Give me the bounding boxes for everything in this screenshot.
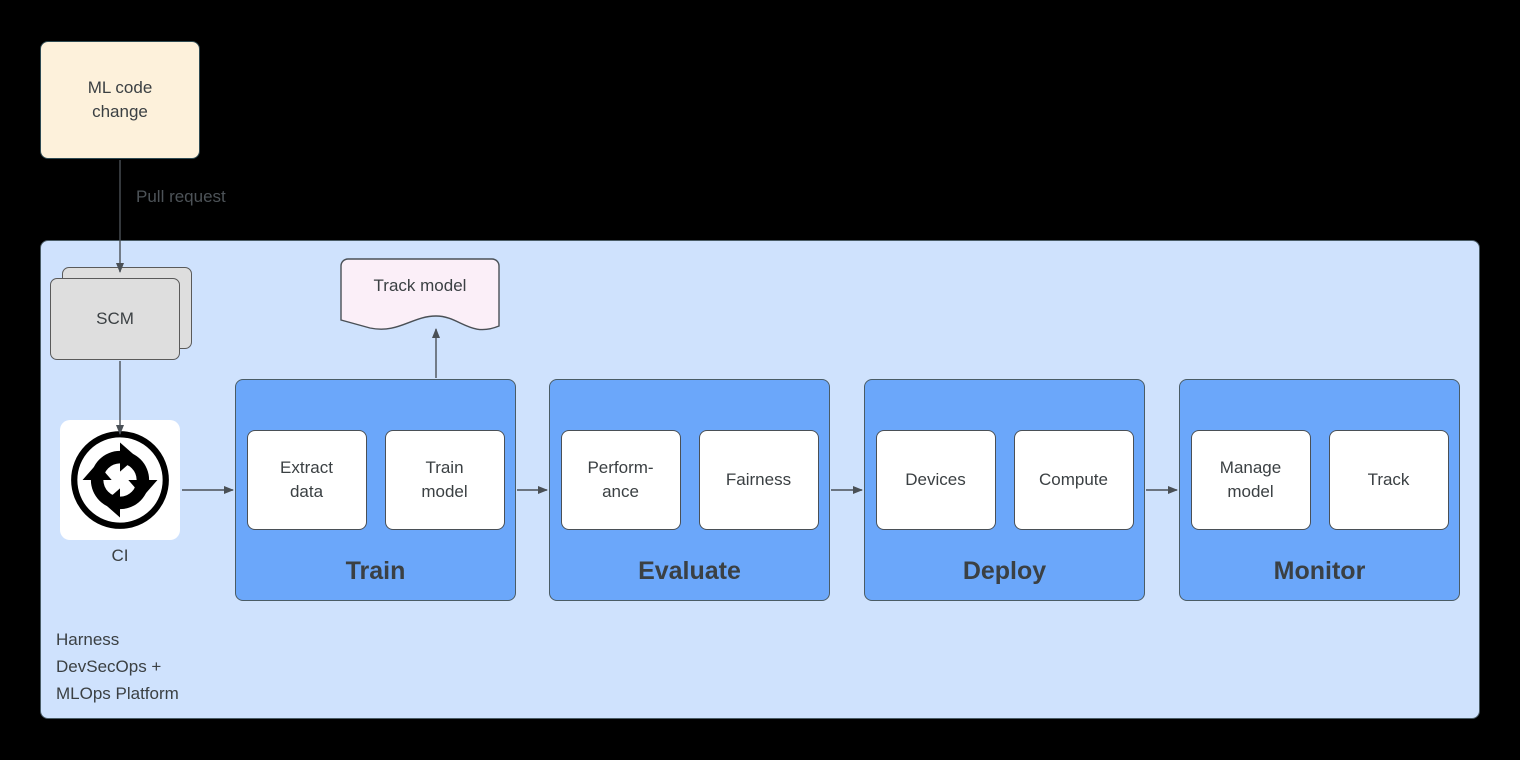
ci-icon-tile	[60, 420, 180, 540]
stage-card-fairness[interactable]: Fairness	[698, 430, 819, 530]
stage-card-track[interactable]: Track	[1328, 430, 1449, 530]
stage-card-compute[interactable]: Compute	[1013, 430, 1134, 530]
cycle-arrows-icon	[71, 431, 169, 529]
scm-stack-front-layer: SCM	[50, 278, 180, 360]
pull-request-edge-label: Pull request	[136, 187, 226, 206]
stage-card-performance[interactable]: Perform- ance	[560, 430, 681, 530]
ml-code-change-label: ML code change	[87, 78, 153, 121]
platform-caption: Harness DevSecOps + MLOps Platform	[56, 630, 179, 703]
stage-monitor[interactable]: Manage model Track Monitor	[1179, 379, 1460, 601]
stage-monitor-title: Monitor	[1273, 557, 1366, 585]
stage-evaluate-title: Evaluate	[638, 557, 741, 585]
stage-card-manage-model[interactable]: Manage model	[1190, 430, 1311, 530]
stage-deploy[interactable]: Devices Compute Deploy	[864, 379, 1145, 601]
stage-evaluate-cards: Perform- ance Fairness	[550, 430, 829, 530]
ci-node[interactable]	[60, 420, 180, 540]
stage-evaluate[interactable]: Perform- ance Fairness Evaluate	[549, 379, 830, 601]
ml-code-change-node[interactable]: ML code change	[40, 41, 200, 159]
scm-node[interactable]: SCM	[50, 267, 192, 361]
stage-deploy-title: Deploy	[962, 557, 1047, 585]
ci-caption: CI	[111, 546, 129, 565]
stage-card-train-model[interactable]: Train model	[384, 430, 505, 530]
scm-label: SCM	[96, 309, 134, 328]
stage-train[interactable]: Extract data Train model Train	[235, 379, 516, 601]
track-model-document-shape[interactable]	[340, 258, 500, 334]
track-model-label: Track model	[373, 276, 467, 295]
stage-monitor-cards: Manage model Track	[1180, 430, 1459, 530]
stage-deploy-cards: Devices Compute	[865, 430, 1144, 530]
stage-train-title: Train	[345, 557, 406, 585]
stage-train-cards: Extract data Train model	[236, 430, 515, 530]
stage-card-devices[interactable]: Devices	[875, 430, 996, 530]
stage-card-extract-data[interactable]: Extract data	[246, 430, 367, 530]
